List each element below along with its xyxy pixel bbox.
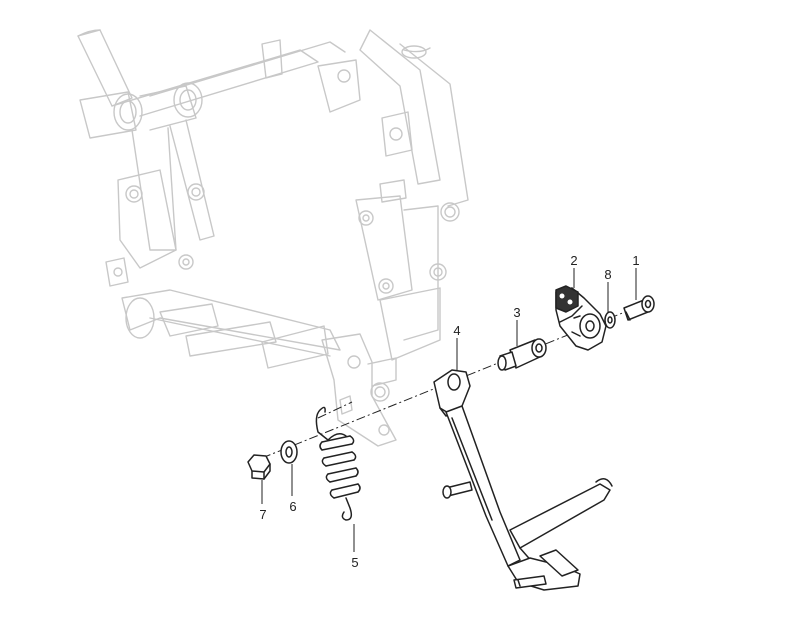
callout-4: 4	[453, 323, 460, 338]
callout-8: 8	[604, 267, 611, 282]
callout-6: 6	[289, 499, 296, 514]
washer-6	[280, 440, 298, 464]
hex-nut	[247, 454, 271, 480]
side-stand	[433, 369, 613, 591]
frame-outline	[77, 29, 469, 447]
bolt	[623, 295, 655, 321]
side-stand-switch	[555, 285, 607, 351]
bushing	[497, 338, 547, 371]
callout-5: 5	[351, 555, 358, 570]
return-spring	[315, 406, 361, 521]
spring-hook-axis-line	[317, 401, 353, 419]
callout-3: 3	[513, 305, 520, 320]
callout-1: 1	[632, 253, 639, 268]
washer-8	[604, 311, 616, 329]
callout-2: 2	[570, 253, 577, 268]
callout-7: 7	[259, 507, 266, 522]
